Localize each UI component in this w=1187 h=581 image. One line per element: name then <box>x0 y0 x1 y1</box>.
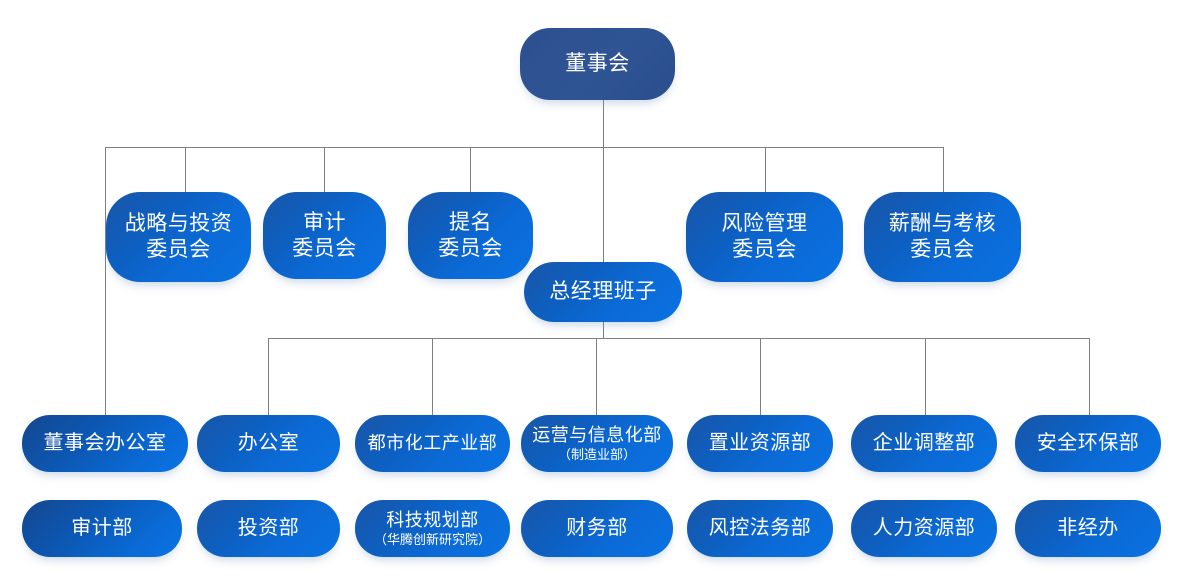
connector-committee-drop-2 <box>324 147 325 192</box>
node-board-of-directors-label: 董事会 <box>565 51 630 76</box>
node-committee-strategy-investment[interactable]: 战略与投资 委员会 <box>106 192 251 282</box>
node-dept-urban-chemical-industry[interactable]: 都市化工产业部 <box>355 415 510 472</box>
node-committee-risk-management-label: 风险管理 <box>721 211 808 236</box>
node-dept-audit-label: 审计部 <box>71 517 133 540</box>
node-committee-compensation-appraisal-label: 薪酬与考核 <box>888 211 997 236</box>
node-dept-safety-environment[interactable]: 安全环保部 <box>1015 415 1161 472</box>
node-committee-compensation-appraisal-label2: 委员会 <box>910 237 975 261</box>
node-dept-investment-label: 投资部 <box>237 517 300 540</box>
node-dept-board-office-label: 董事会办公室 <box>43 432 167 455</box>
node-committee-nomination[interactable]: 提名 委员会 <box>408 192 533 279</box>
node-dept-human-resources[interactable]: 人力资源部 <box>851 500 997 557</box>
connector-department-drop-2 <box>432 338 433 415</box>
node-committee-strategy-investment-label: 战略与投资 <box>124 211 233 236</box>
connector-committee-drop-3 <box>470 147 471 192</box>
node-dept-investment[interactable]: 投资部 <box>197 500 340 557</box>
node-committee-audit-label2: 委员会 <box>292 235 357 260</box>
connector-department-drop-3 <box>596 338 597 415</box>
node-committee-strategy-investment-label2: 委员会 <box>146 237 211 261</box>
connector-committee-bus <box>105 147 944 148</box>
node-dept-property-resources-label: 置业资源部 <box>708 432 812 455</box>
node-dept-non-operating[interactable]: 非经办 <box>1015 500 1161 557</box>
node-dept-finance[interactable]: 财务部 <box>521 500 673 557</box>
connector-committee-drop-5 <box>943 147 944 192</box>
connector-department-drop-4 <box>760 338 761 415</box>
node-committee-risk-management-label2: 委员会 <box>732 237 797 261</box>
node-dept-technology-planning-sub: （华腾创新研究院） <box>373 531 491 547</box>
node-dept-safety-environment-label: 安全环保部 <box>1036 432 1140 455</box>
node-dept-operations-informatization[interactable]: 运营与信息化部 （制造业部） <box>521 415 673 472</box>
node-dept-technology-planning-label: 科技规划部 <box>386 509 479 530</box>
node-committee-risk-management[interactable]: 风险管理 委员会 <box>686 192 843 282</box>
connector-department-drop-6 <box>1089 338 1090 415</box>
node-dept-property-resources[interactable]: 置业资源部 <box>687 415 833 472</box>
node-dept-office[interactable]: 办公室 <box>197 415 340 472</box>
connector-board-stem <box>603 100 604 147</box>
node-dept-enterprise-adjustment[interactable]: 企业调整部 <box>851 415 997 472</box>
node-dept-operations-informatization-sub: （制造业部） <box>557 446 636 462</box>
connector-department-bus <box>268 338 1090 339</box>
node-dept-finance-label: 财务部 <box>566 517 628 540</box>
node-dept-technology-planning[interactable]: 科技规划部 （华腾创新研究院） <box>355 500 510 557</box>
node-committee-compensation-appraisal[interactable]: 薪酬与考核 委员会 <box>864 192 1021 282</box>
node-dept-board-office[interactable]: 董事会办公室 <box>22 415 188 472</box>
node-general-manager-team[interactable]: 总经理班子 <box>524 262 682 322</box>
node-board-of-directors[interactable]: 董事会 <box>520 28 675 100</box>
node-dept-human-resources-label: 人力资源部 <box>872 517 976 540</box>
node-committee-nomination-label: 提名 <box>449 209 492 234</box>
connector-department-drop-1 <box>268 338 269 415</box>
node-committee-nomination-label2: 委员会 <box>438 235 503 260</box>
node-dept-non-operating-label: 非经办 <box>1057 517 1119 540</box>
node-dept-operations-informatization-label: 运营与信息化部 <box>532 424 662 445</box>
node-committee-audit-label: 审计 <box>303 209 346 234</box>
connector-gm-stem <box>603 147 604 265</box>
connector-department-drop-5 <box>925 338 926 415</box>
connector-committee-drop-1 <box>185 147 186 192</box>
connector-gm-down <box>603 320 604 338</box>
node-dept-audit[interactable]: 审计部 <box>22 500 182 557</box>
node-general-manager-team-label: 总经理班子 <box>549 279 657 304</box>
node-dept-office-label: 办公室 <box>237 432 300 455</box>
node-dept-urban-chemical-industry-label: 都市化工产业部 <box>367 432 498 453</box>
node-dept-risk-control-legal-label: 风控法务部 <box>708 517 812 540</box>
connector-committee-drop-4 <box>765 147 766 192</box>
connector-board-office-branch <box>105 147 106 415</box>
node-dept-enterprise-adjustment-label: 企业调整部 <box>872 432 976 455</box>
node-dept-risk-control-legal[interactable]: 风控法务部 <box>687 500 833 557</box>
node-committee-audit[interactable]: 审计 委员会 <box>263 192 386 279</box>
